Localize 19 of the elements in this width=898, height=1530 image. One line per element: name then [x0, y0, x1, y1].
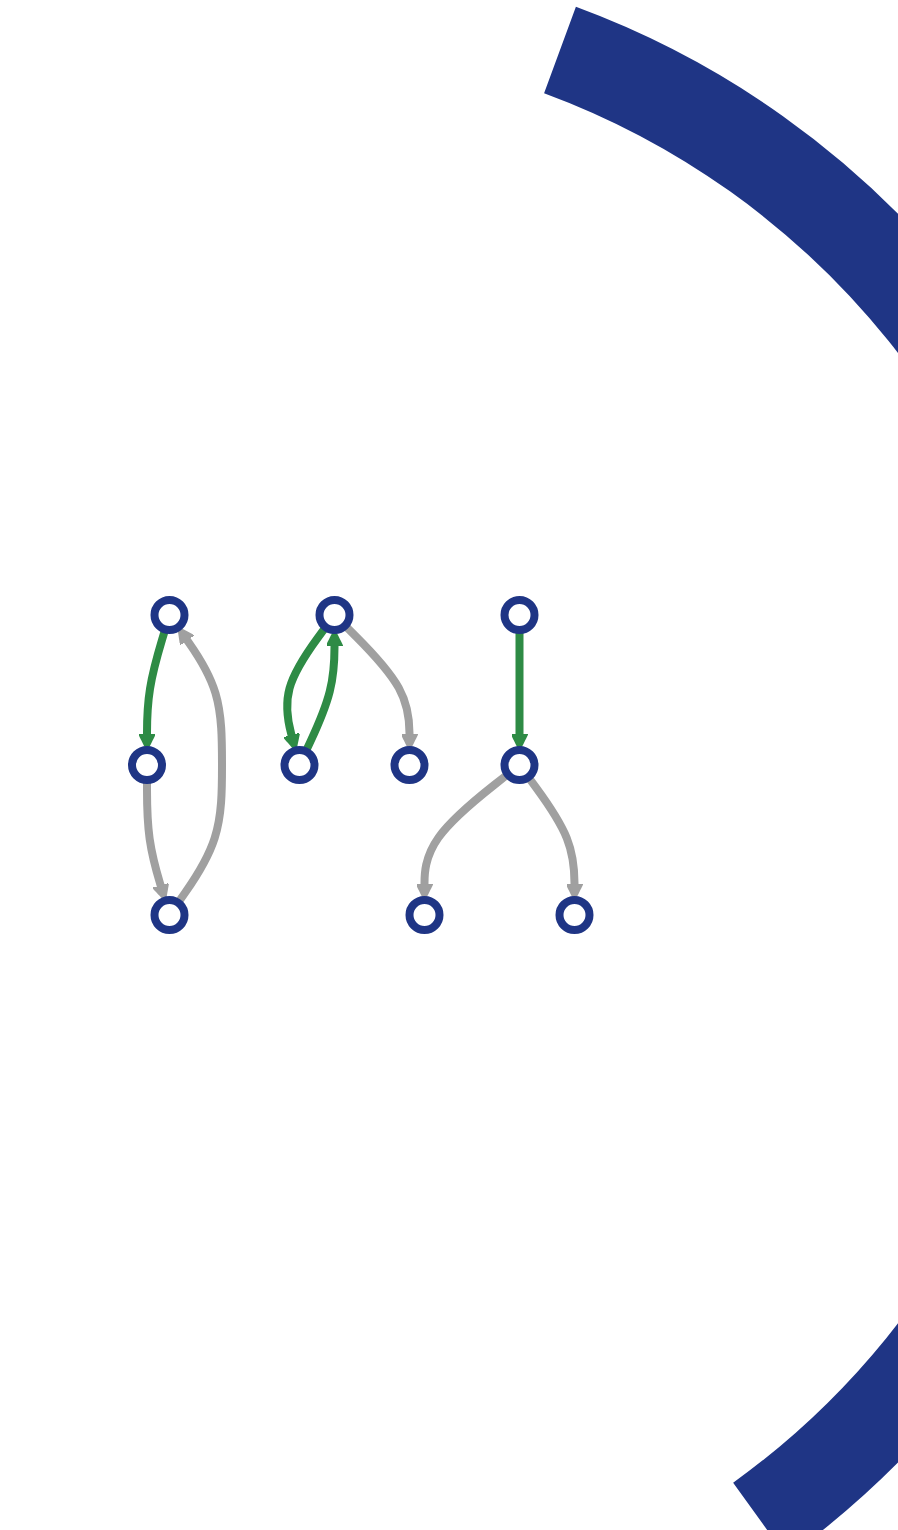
arrow: [509, 630, 528, 751]
node-circle: [279, 746, 318, 784]
arrow: [341, 622, 418, 751]
node-circle: [499, 746, 538, 784]
node-circle: [554, 896, 593, 934]
arrow: [174, 626, 226, 905]
arrow: [301, 629, 343, 754]
node-circle: [499, 596, 538, 634]
arrow: [524, 774, 583, 901]
node-circle: [127, 746, 166, 784]
arrow: [137, 628, 169, 751]
node-circle: [404, 896, 443, 934]
node-circle: [314, 596, 353, 634]
arrow: [282, 624, 329, 752]
node-circle: [389, 746, 428, 784]
arrow: [414, 771, 510, 901]
node-circle: [149, 896, 188, 934]
node-circle: [149, 596, 188, 634]
arrow: [142, 780, 169, 902]
